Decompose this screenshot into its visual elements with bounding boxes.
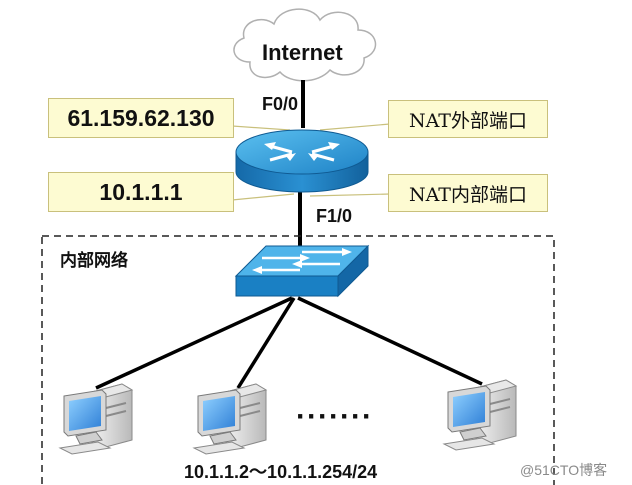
pointer-outer-port (319, 123, 391, 131)
pc-icon-3 (443, 379, 517, 451)
link-switch-pc3 (297, 296, 483, 386)
pointer-inner-ip (231, 193, 295, 201)
outer-ip-callout: 61.159.62.130 (48, 98, 234, 138)
switch-icon (234, 244, 370, 298)
router-icon (235, 129, 369, 193)
lan-boundary (41, 235, 555, 485)
pointer-inner-port (309, 193, 391, 197)
internet-label: Internet (262, 40, 343, 65)
inner-port-label: F1/0 (316, 206, 353, 226)
link-switch-pc1 (95, 296, 293, 390)
pc-ellipsis: ······· (296, 400, 373, 433)
pointer-outer-ip (231, 125, 291, 131)
link-switch-pc2 (236, 297, 296, 389)
internet-cloud-icon (233, 8, 377, 82)
pc-icon-2 (193, 383, 267, 455)
outer-port-label: F0/0 (262, 94, 299, 114)
address-range-label: 10.1.1.2～10.1.1.254/24 (184, 462, 378, 482)
lan-label: 内部网络 (60, 251, 128, 270)
watermark: @51CTO博客 (520, 462, 608, 478)
outer-port-desc-callout: NAT外部端口 (388, 100, 548, 138)
inner-ip-callout: 10.1.1.1 (48, 172, 234, 212)
inner-port-desc-callout: NAT内部端口 (388, 174, 548, 212)
pc-icon-1 (59, 383, 133, 455)
